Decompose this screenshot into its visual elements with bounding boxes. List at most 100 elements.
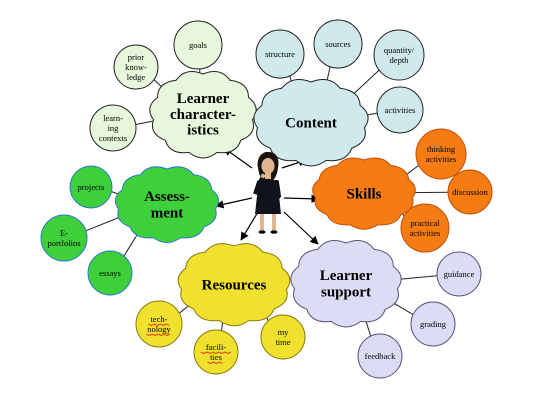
learner-support-satellite: grading [410, 301, 456, 347]
assessment-satellite: E-portfolios [40, 214, 88, 262]
resources-satellite-label: ties [210, 352, 222, 362]
content-satellite-circle [376, 86, 424, 134]
learner-characteristics-title-line: istics [187, 123, 219, 139]
assessment-satellite-circle [40, 214, 88, 262]
content-title-line: Content [285, 115, 337, 131]
learner-characteristics-satellite-circle [89, 104, 137, 152]
content-satellite-label: structure [265, 49, 295, 59]
resources-satellite-label: tech- [151, 314, 168, 324]
learner-characteristics-title-line: Learner [177, 91, 230, 107]
learner-support-satellite-circle [410, 301, 456, 347]
learner-characteristics-satellite-label: contexts [99, 133, 127, 143]
resources-satellite-label: nology [147, 324, 171, 334]
resources-cloud: Resources [177, 243, 291, 327]
assessment-satellite-circle [69, 165, 113, 209]
content-satellite-circle [373, 29, 425, 81]
assessment-satellite-label: E- [60, 228, 68, 238]
content-satellite: quantity/depth [373, 29, 425, 81]
learner-support-satellite-label: guidance [444, 269, 475, 279]
learner-characteristics-satellite-label: ing [108, 123, 120, 133]
assessment-arrow [215, 197, 253, 209]
resources-satellite-label: my [278, 327, 290, 337]
learner-characteristics-satellite-label: ledge [127, 72, 146, 82]
skills-satellite-label: activities [426, 154, 457, 164]
content-satellite-label: sources [325, 39, 351, 49]
learner-characteristics-satellite-circle [173, 20, 223, 70]
assessment-title-line: ment [151, 206, 184, 222]
skills-satellite-label: activities [410, 228, 441, 238]
content-satellite-circle [313, 19, 363, 69]
assessment-cloud: Assess-ment [114, 166, 220, 243]
skills-title-line: Skills [346, 186, 381, 202]
content-satellite: structure [255, 29, 305, 79]
learner-characteristics-satellite-label: goals [189, 40, 207, 50]
learner-support-satellite-label: feedback [365, 351, 396, 361]
content-satellite-circle [255, 29, 305, 79]
content-satellite-label: activities [385, 105, 416, 115]
skills-satellite-circle [447, 169, 493, 215]
learner-support-satellite: feedback [357, 333, 403, 379]
resources-spellcheck-underline [148, 323, 170, 326]
learner-support-title-line: Learner [320, 268, 373, 284]
resources-cloud-shape [177, 243, 291, 327]
skills-satellite-circle [400, 203, 450, 253]
resources-spellcheck-underline [145, 333, 171, 336]
content-cloud: Content [253, 79, 369, 167]
learner-support-satellite: guidance [436, 251, 482, 297]
arrows-layer [215, 147, 320, 245]
assessment-title-line: Assess- [144, 189, 190, 205]
skills-satellite-label: practical [410, 218, 440, 228]
content-satellite: activities [376, 86, 424, 134]
assessment-satellite-circle [87, 250, 133, 296]
assessment-satellite-label: portfolios [47, 238, 80, 248]
skills-satellite: discussion [447, 169, 493, 215]
resources-arrow [240, 211, 259, 241]
learner-characteristics-satellite: goals [173, 20, 223, 70]
learner-characteristics-satellite-label: learn- [103, 113, 123, 123]
skills-arrow [283, 194, 320, 203]
content-satellite: sources [313, 19, 363, 69]
learner-characteristics-satellite-circle [113, 44, 159, 90]
content-satellite-label: quantity/ [384, 45, 415, 55]
learner-characteristics-satellite-label: know- [125, 62, 147, 72]
assessment-satellite-label: projects [78, 182, 105, 192]
resources-spellcheck-underline [207, 361, 223, 364]
resources-title-line: Resources [202, 277, 267, 293]
learner-support-cloud-shape [290, 239, 402, 328]
skills-satellite-label: discussion [452, 187, 488, 197]
learner-support-arrow [283, 211, 319, 245]
skills-satellite-circle [415, 128, 467, 180]
skills-satellite-label: thinking [427, 144, 456, 154]
resources-satellite-label: facili- [206, 342, 226, 352]
woman-figure [253, 151, 282, 234]
resources-satellite-label: time [275, 337, 290, 347]
content-satellite-label: depth [390, 55, 410, 65]
resources-satellite: facili-ties [193, 329, 239, 375]
learner-characteristics-satellite-label: prior [128, 52, 145, 62]
assessment-satellite: essays [87, 250, 133, 296]
skills-cloud-shape [312, 157, 416, 230]
resources-satellite-circle [135, 300, 183, 348]
resources-spellcheck-underline [200, 351, 232, 354]
skills-cloud: Skills [312, 157, 416, 230]
assessment-satellite-label: essays [99, 268, 121, 278]
learner-characteristics-cloud-shape [149, 70, 257, 159]
content-cloud-shape [253, 79, 369, 167]
resources-satellite: tech-nology [135, 300, 183, 348]
learner-support-satellite-circle [436, 251, 482, 297]
learner-support-satellite-label: grading [420, 319, 447, 329]
learner-support-satellite-circle [357, 333, 403, 379]
resources-satellite-circle [193, 329, 239, 375]
resources-satellite-circle [260, 314, 306, 360]
learner-characteristics-title-line: character- [170, 107, 236, 123]
